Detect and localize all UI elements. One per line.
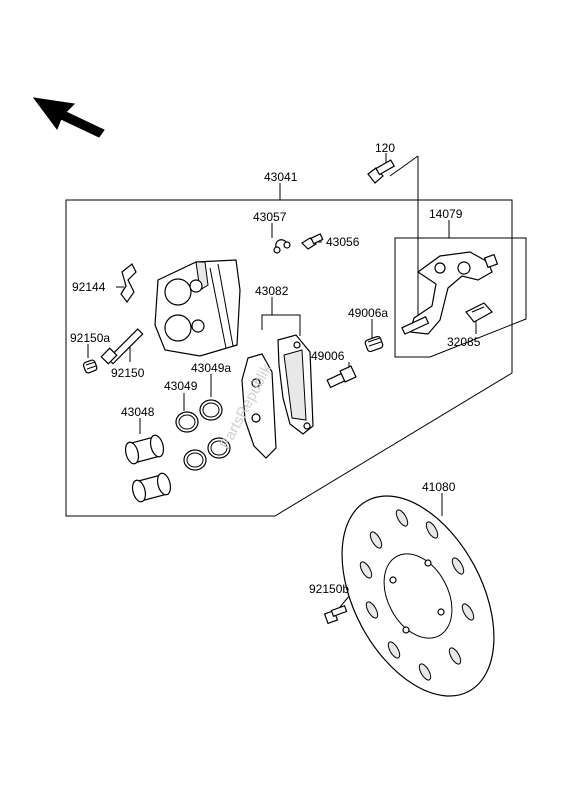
piston-43048-bottom bbox=[131, 472, 172, 503]
caliper-body bbox=[154, 259, 241, 357]
pad-retainer-32085 bbox=[465, 302, 493, 323]
brake-pad-inner bbox=[241, 353, 277, 459]
direction-arrow-icon bbox=[32, 97, 105, 138]
label-43082: 43082 bbox=[255, 284, 289, 298]
label-41080: 41080 bbox=[422, 480, 456, 494]
label-43048: 43048 bbox=[121, 405, 155, 419]
bleeder-cap-43057 bbox=[273, 239, 291, 254]
boot-49006a bbox=[364, 335, 384, 353]
label-43057: 43057 bbox=[253, 210, 287, 224]
label-43049a: 43049a bbox=[191, 361, 231, 375]
label-120: 120 bbox=[375, 141, 395, 155]
bleeder-valve-43056 bbox=[301, 233, 324, 250]
label-49006a: 49006a bbox=[348, 306, 388, 320]
caliper-bracket-14079 bbox=[401, 251, 499, 335]
piston-43048-top bbox=[124, 434, 165, 465]
pad-spring-92144 bbox=[120, 263, 137, 304]
label-43049: 43049 bbox=[164, 379, 198, 393]
label-92150b: 92150b bbox=[309, 582, 349, 596]
brake-disc-41080 bbox=[341, 495, 495, 697]
pin-92150 bbox=[100, 328, 144, 365]
piston-seal-43049-top bbox=[175, 411, 199, 433]
piston-seal-43049-bottom bbox=[183, 449, 207, 471]
label-43041: 43041 bbox=[264, 170, 298, 184]
label-32085: 32085 bbox=[447, 335, 481, 349]
disc-bolt-92150b bbox=[323, 605, 348, 625]
leader-lines bbox=[87, 153, 477, 608]
piston-seal-43049a-bottom bbox=[207, 437, 231, 459]
bolt-120 bbox=[367, 159, 396, 184]
boot-92150a bbox=[82, 359, 98, 374]
label-43056: 43056 bbox=[326, 235, 360, 249]
label-49006: 49006 bbox=[311, 349, 345, 363]
label-14079: 14079 bbox=[429, 207, 463, 221]
label-92150: 92150 bbox=[111, 366, 145, 380]
label-92150a: 92150a bbox=[70, 331, 110, 345]
piston-seal-43049a-top bbox=[199, 399, 223, 421]
caliper-assembly-outline bbox=[65, 199, 513, 517]
pin-49006 bbox=[326, 365, 357, 389]
brake-pad-outer bbox=[277, 334, 314, 435]
support-bracket-outline bbox=[394, 237, 527, 358]
label-92144: 92144 bbox=[72, 280, 106, 294]
